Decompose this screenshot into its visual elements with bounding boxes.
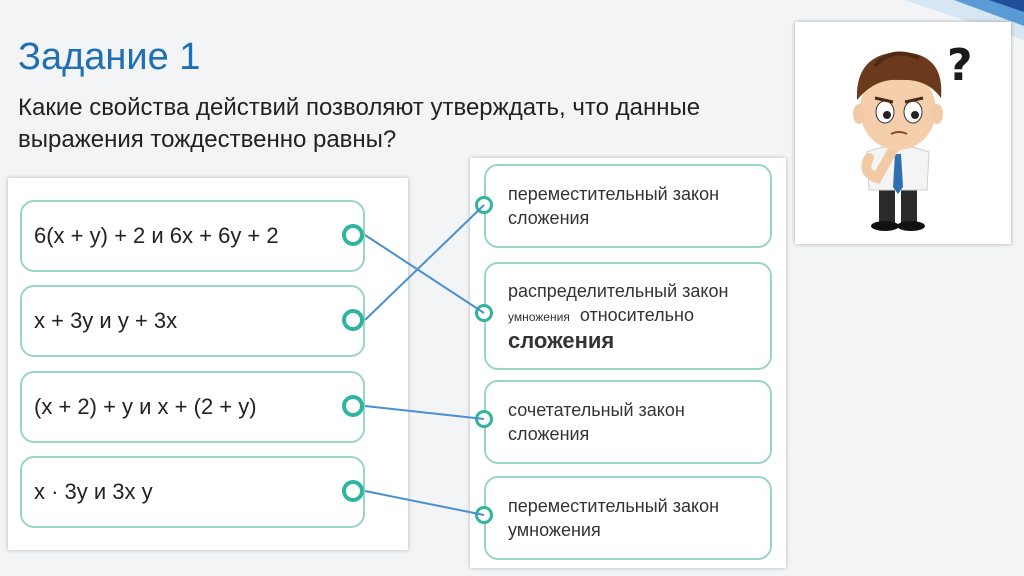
law-connector-handle-4[interactable]	[475, 506, 493, 524]
law-text-line: относительно	[579, 305, 694, 325]
law-card-1[interactable]: переместительный закон сложения	[484, 164, 772, 248]
page-title: Задание 1	[18, 36, 201, 78]
expression-card-3[interactable]: (x + 2) + y и x + (2 + y)	[20, 371, 365, 443]
law-text-line: распределительный закон	[508, 281, 729, 301]
svg-text:?: ?	[947, 40, 973, 91]
law-connector-handle-1[interactable]	[475, 196, 493, 214]
law-text-line: сложения	[508, 424, 590, 444]
expression-card-2[interactable]: x + 3y и y + 3x	[20, 285, 365, 357]
expression-connector-handle-1[interactable]	[342, 224, 364, 246]
character-card: ?	[795, 22, 1011, 244]
question-text: Какие свойства действий позволяют утверж…	[18, 94, 701, 153]
law-card-2[interactable]: распределительный закон умножения относи…	[484, 262, 772, 370]
expression-connector-handle-2[interactable]	[342, 309, 364, 331]
expression-text: (x + 2) + y и x + (2 + y)	[34, 394, 257, 419]
law-text-line: сочетательный закон	[508, 400, 685, 420]
law-text-line: переместительный закон	[508, 184, 720, 204]
thinking-man-question-icon: ?	[853, 40, 973, 231]
law-connector-handle-2[interactable]	[475, 304, 493, 322]
expression-card-1[interactable]: 6(x + y) + 2 и 6x + 6y + 2	[20, 200, 365, 272]
law-card-3[interactable]: сочетательный закон сложения	[484, 380, 772, 464]
laws-panel: переместительный закон сложения распреде…	[470, 158, 786, 568]
law-text-line: умножения	[508, 520, 601, 540]
law-text-line: переместительный закон	[508, 496, 720, 516]
expression-connector-handle-3[interactable]	[342, 395, 364, 417]
expression-text: 6(x + y) + 2 и 6x + 6y + 2	[34, 223, 279, 248]
law-card-4[interactable]: переместительный закон умножения	[484, 476, 772, 560]
expressions-panel: 6(x + y) + 2 и 6x + 6y + 2 x + 3y и y + …	[8, 178, 408, 550]
law-text-line: сложения	[508, 208, 590, 228]
law-connector-handle-3[interactable]	[475, 410, 493, 428]
expression-card-4[interactable]: x · 3y и 3x y	[20, 456, 365, 528]
expression-text: x · 3y и 3x y	[34, 479, 153, 504]
expression-connector-handle-4[interactable]	[342, 480, 364, 502]
law-text-large: сложения	[508, 328, 615, 353]
expression-text: x + 3y и y + 3x	[34, 308, 178, 333]
law-text-small: умножения	[508, 310, 570, 324]
